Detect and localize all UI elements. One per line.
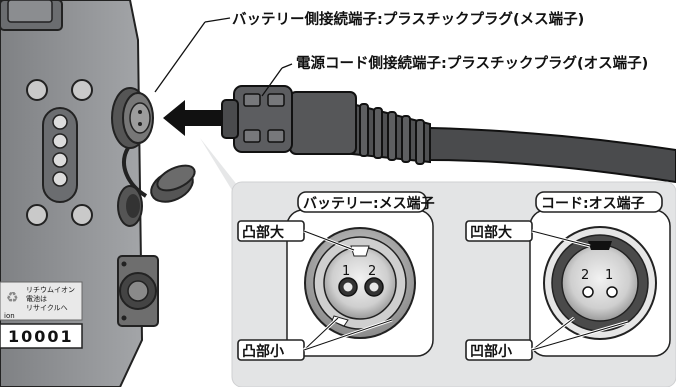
recycle-line-3: リサイクルへ <box>26 304 68 312</box>
battery-button[interactable] <box>71 79 93 101</box>
recycle-line-2: 電池は <box>26 294 47 303</box>
female-title-box <box>297 191 427 213</box>
led-indicator-strip <box>42 107 78 203</box>
strain-relief <box>351 102 431 165</box>
female-connector-detail: 1 2 <box>286 209 434 357</box>
cord-connector-label: 電源コード側接続端子:プラスチックプラグ(オス端子) <box>296 54 648 72</box>
battery-buttons <box>26 79 93 226</box>
battery-leader-line <box>154 21 206 93</box>
recycle-tail: ion <box>4 312 15 320</box>
female-socket-face <box>323 246 397 320</box>
concave-large-notch <box>588 241 612 250</box>
convex-large-label: 凸部大 <box>242 224 284 241</box>
battery-unit: ♻ リチウムイオン 電池は リサイクルへ ion 10001 <box>0 0 196 387</box>
male-plug-face <box>561 244 639 322</box>
battery-lower-connector <box>117 255 159 327</box>
male-pin-label-1: 1 <box>605 268 613 283</box>
cord-plug <box>221 85 676 184</box>
male-pin-2 <box>582 286 594 298</box>
insert-direction-arrow <box>163 100 222 136</box>
recycle-line-1: リチウムイオン <box>26 286 75 294</box>
male-title: コード:オス端子 <box>541 195 645 212</box>
led-icon <box>52 114 68 130</box>
concave-small-label: 凹部小 <box>470 343 512 360</box>
dust-cap <box>122 146 196 203</box>
battery-connector-label: バッテリー側接続端子:プラスチックプラグ(メス端子) <box>232 10 584 28</box>
led-icon <box>52 171 68 187</box>
power-cord <box>429 126 676 184</box>
battery-button[interactable] <box>26 204 48 226</box>
concave-large-label: 凹部大 <box>470 224 512 241</box>
male-pin-1 <box>606 286 618 298</box>
female-pin-label-1: 1 <box>342 264 350 279</box>
battery-side-socket <box>111 87 154 149</box>
cord-leader-line <box>261 67 283 97</box>
recycle-label: ♻ リチウムイオン 電池は リサイクルへ ion <box>0 281 83 321</box>
battery-button[interactable] <box>71 204 93 226</box>
convex-large-key <box>350 245 370 257</box>
male-connector-detail: 2 1 <box>529 209 671 357</box>
connector-detail-callout: 1 2 2 1 バッテリー:メス端子 コード:オス端子 凸部大 凸部小 <box>200 138 676 387</box>
recycle-icon: ♻ <box>6 290 19 306</box>
female-title: バッテリー:メス端子 <box>303 195 435 212</box>
convex-small-label: 凸部小 <box>242 343 284 360</box>
serial-number: 10001 <box>8 327 74 346</box>
male-pin-label-2: 2 <box>581 268 589 283</box>
plug-body <box>289 91 357 155</box>
led-icon <box>52 152 68 168</box>
male-title-box <box>535 191 663 213</box>
female-pin-label-2: 2 <box>368 264 376 279</box>
led-icon <box>52 133 68 149</box>
serial-number-plate: 10001 <box>0 323 83 349</box>
battery-button[interactable] <box>26 79 48 101</box>
